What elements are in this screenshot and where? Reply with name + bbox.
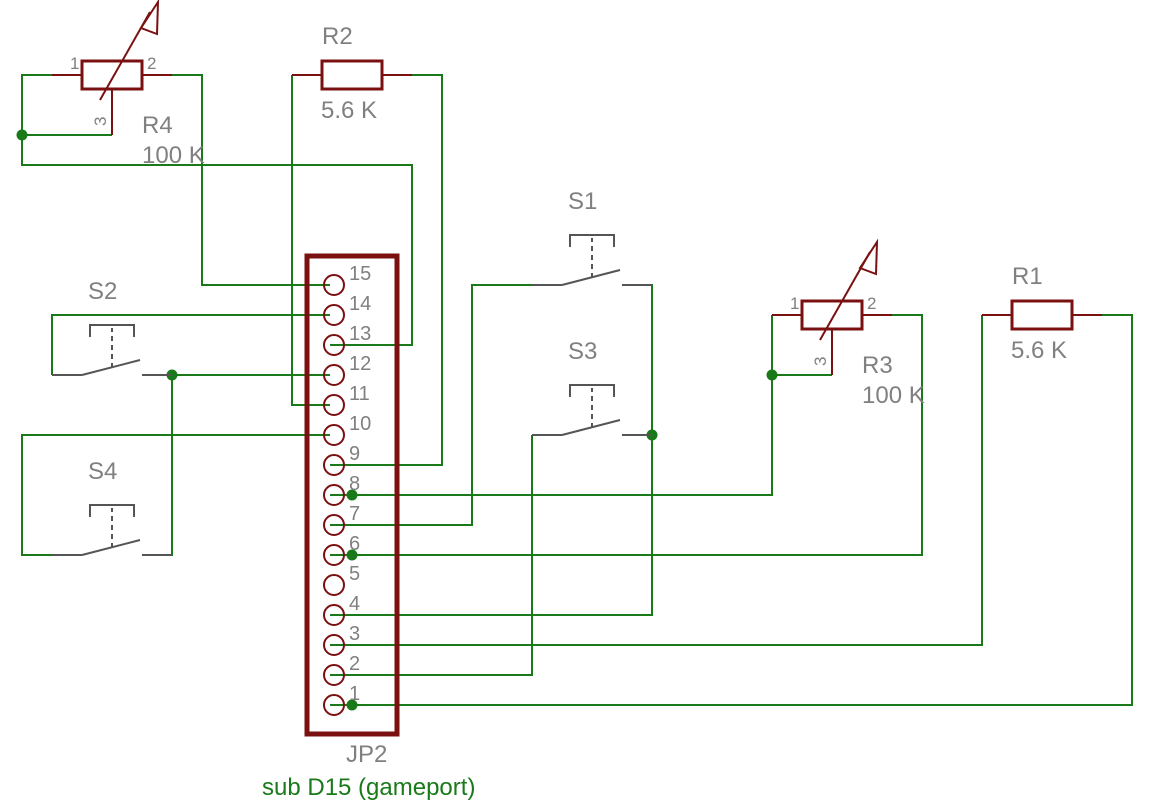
connector-pin-label-11: 11 [349,383,370,405]
connector-name: JP2 [346,741,387,768]
connector-pin-label-15: 15 [349,263,371,285]
r4-pin1-label: 1 [70,54,79,73]
wire-s2-to-s4 [142,375,173,556]
wire-pin10-to-s4 [21,434,330,556]
r3-pin3-label: 3 [811,357,830,366]
potentiometer-r3: 1 2 3 R3 100 K [772,238,925,409]
r2-value: 5.6 K [321,97,377,124]
s3-button-cap [569,384,615,397]
wire-r1-left-to-pin3 [330,315,983,646]
s4-button-cap [89,504,135,517]
switch-s4: S4 [52,458,172,556]
connector-pin-label-10: 10 [349,413,371,435]
r1-name: R1 [1012,263,1043,290]
connector-pin-label-4: 4 [349,593,360,615]
potentiometer-r4: 1 2 3 R4 100 K [52,0,205,169]
r4-value: 100 K [142,142,205,169]
connector-pin-label-1: 1 [349,683,360,705]
junction-r3 [766,369,778,381]
connector-pin-8 [323,484,345,506]
r3-pin1-label: 1 [790,294,799,313]
r3-value: 100 K [862,382,925,409]
r1-value: 5.6 K [1011,337,1067,364]
s4-name: S4 [88,458,117,485]
connector-pin-label-9: 9 [349,443,360,465]
connector-pin-label-5: 5 [349,563,360,585]
resistor-r1: R1 5.6 K [982,263,1102,364]
connector-pin-4 [323,604,345,626]
connector-pin-label-14: 14 [349,293,371,315]
switch-s2: S2 [52,278,172,376]
connector-pin-label-8: 8 [349,473,360,495]
r2-body [320,59,384,91]
s2-button-cap [89,324,135,337]
r3-pin2-label: 2 [867,294,876,313]
connector-pin-3 [323,634,345,656]
r3-name: R3 [862,352,893,379]
wire-r1-right-to-pin1 [330,314,1133,706]
r3-arrow-head [858,238,879,276]
connector-pin-5 [323,574,345,596]
resistor-r2: R2 5.6 K [292,23,412,124]
wire-s1-to-pin4 [330,284,653,616]
wire-s1-to-pin7 [330,284,532,526]
r4-name: R4 [142,112,173,139]
wire-r3-pin2-to-pin6 [330,314,923,556]
s2-name: S2 [88,278,117,305]
switch-s1: S1 [532,188,652,286]
r3-body [800,299,864,331]
r4-arrow-head [139,0,160,36]
s3-name: S3 [568,338,597,365]
connector-pin-9 [323,454,345,476]
r4-body [80,59,144,91]
connector-pin-12 [323,364,345,386]
connector-pin-label-12: 12 [349,353,371,375]
s1-button-cap [569,234,615,247]
connector-body [304,253,400,737]
connector-pin-label-6: 6 [349,533,360,555]
wire-r2-right-to-pin9 [330,74,443,466]
connector-pin-11 [323,394,345,416]
connector-pin-label-13: 13 [349,323,371,345]
connector-caption: sub D15 (gameport) [262,774,475,801]
junction-pin1 [346,699,358,711]
wire-r2-left-to-pin11 [291,75,330,406]
junction-r4 [16,129,28,141]
switch-s3: S3 [532,338,652,436]
connector-pin-14 [323,304,345,326]
s1-name: S1 [568,188,597,215]
connector-pin-13 [323,334,345,356]
connector-pin-6 [323,544,345,566]
connector-pin-2 [323,664,345,686]
junction-pin8 [346,489,358,501]
wires [21,74,1133,706]
connector-pin-10 [323,424,345,446]
wire-r4-pin2-to-pin15 [172,74,330,286]
connector-pin-label-7: 7 [349,503,360,525]
r4-pin2-label: 2 [147,54,156,73]
wire-pin14-to-s2 [51,314,330,375]
connector-pin-1 [323,694,345,716]
connector-pin-15 [323,274,345,296]
connector-pin-label-3: 3 [349,623,360,645]
connector-pin-7 [323,514,345,536]
junction-pin6 [346,549,358,561]
r2-name: R2 [322,23,353,50]
r1-body [1010,299,1074,331]
r4-pin3-label: 3 [91,117,110,126]
connector-pin-label-2: 2 [349,653,360,675]
